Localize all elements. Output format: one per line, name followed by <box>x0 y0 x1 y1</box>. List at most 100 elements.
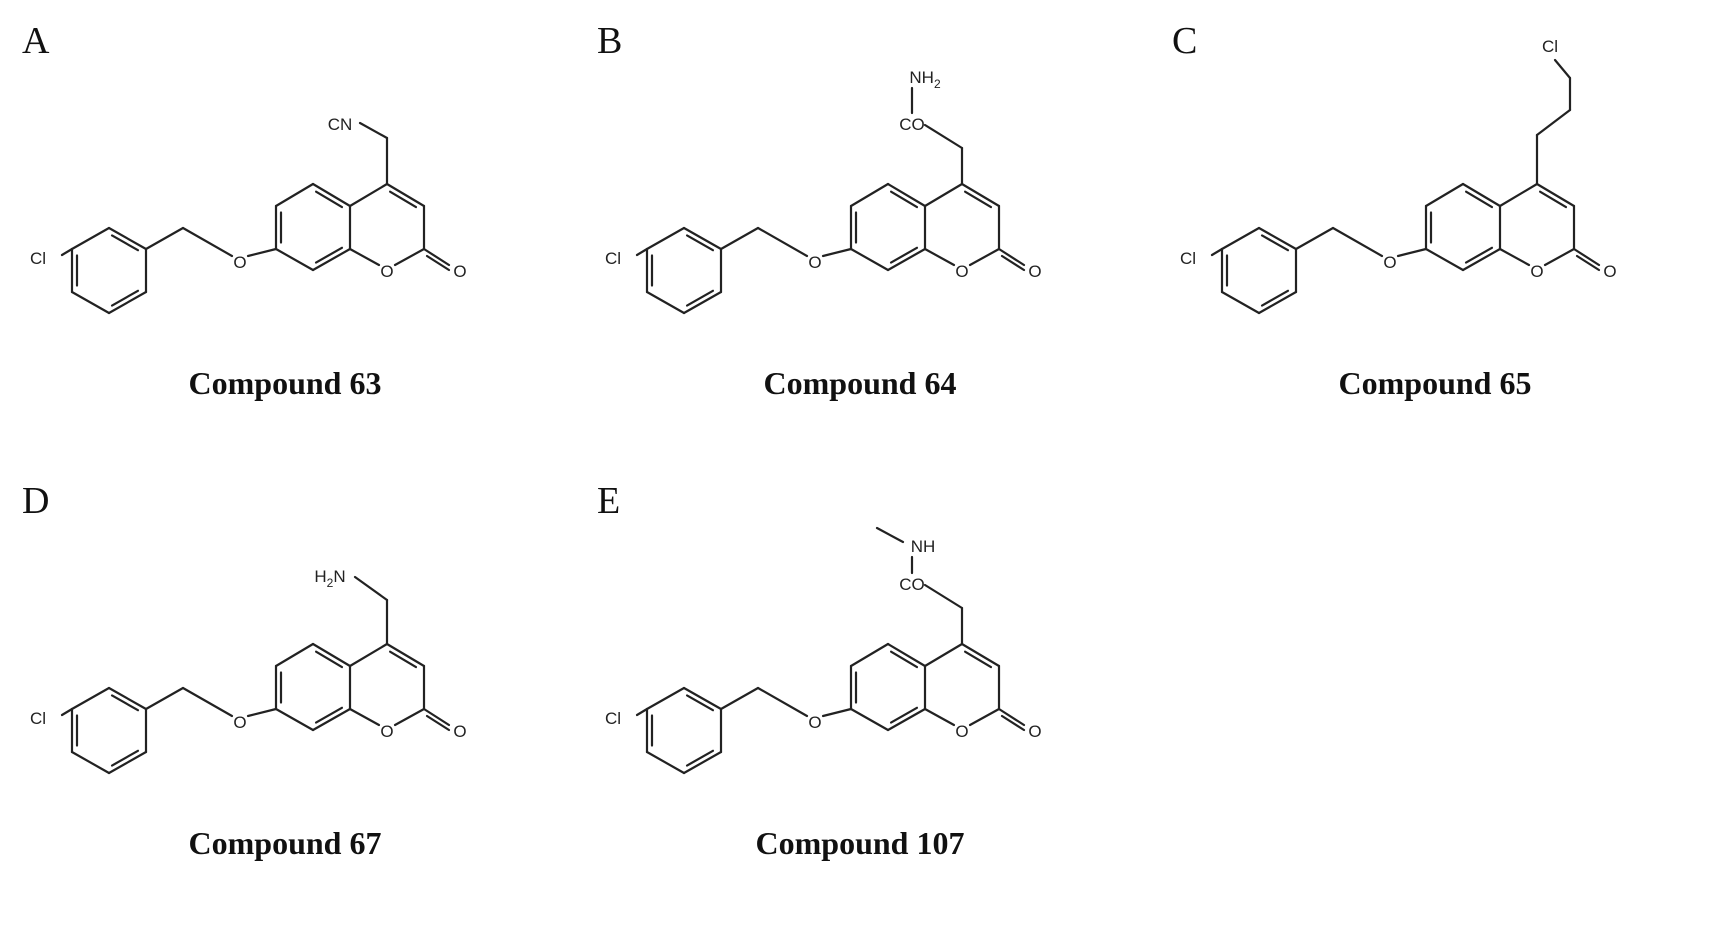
pyrone-bond <box>393 247 426 267</box>
phenyl-bond <box>1220 290 1261 315</box>
phenyl-bond <box>1220 226 1261 251</box>
phenyl-double-bond <box>685 749 715 767</box>
compound-caption: Compound 67 <box>188 825 382 861</box>
phenyl-bond <box>107 226 148 251</box>
pyrone-bond <box>923 642 964 668</box>
cl-bond <box>60 247 74 257</box>
ether-bond <box>181 226 234 258</box>
ether-bond <box>821 707 853 718</box>
nh-label: NH <box>911 537 936 556</box>
ether-oxygen-label: O <box>808 713 821 732</box>
phenyl-bond <box>70 290 111 315</box>
coumarin-bond <box>886 707 927 732</box>
benzyl-bond <box>719 226 760 251</box>
phenyl-bond <box>70 750 111 775</box>
carbonyl-oxygen-label: O <box>1028 722 1041 741</box>
phenyl-bond <box>1257 290 1298 315</box>
carbonyl-double-bond <box>1000 254 1026 272</box>
ether-oxygen-label: O <box>808 253 821 272</box>
cl-bond <box>635 707 649 717</box>
coumarin-bond <box>311 247 352 272</box>
carbonyl-oxygen-label: O <box>453 722 466 741</box>
phenyl-bond <box>682 290 723 315</box>
benzyl-bond <box>1294 226 1335 251</box>
cl-bond <box>635 247 649 257</box>
coumarin-bond <box>849 247 890 272</box>
pyrone-bond <box>348 707 381 727</box>
carbonyl-group-label: CO <box>899 575 925 594</box>
pyrone-double-bond <box>963 650 993 669</box>
compound-caption: Compound 63 <box>188 365 382 401</box>
compound-caption: Compound 64 <box>763 365 957 401</box>
phenyl-double-bond <box>110 694 140 712</box>
coumarin-double-bond <box>314 246 344 264</box>
ether-bond <box>246 247 278 258</box>
pyrone-bond <box>393 707 426 727</box>
methyl-bond <box>875 526 905 544</box>
coumarin-double-bond <box>1464 246 1494 264</box>
panel-letter: A <box>22 20 50 62</box>
chlorine-atom-label: Cl <box>30 249 46 268</box>
carbonyl-oxygen-label: O <box>453 262 466 281</box>
amine-nh2-label: NH2 <box>909 68 941 91</box>
carbonyl-bond <box>422 247 451 267</box>
coumarin-bond <box>311 182 352 208</box>
phenyl-bond <box>107 750 148 775</box>
carbonyl-group-label: CO <box>899 115 925 134</box>
ether-bond <box>1331 226 1384 258</box>
carbonyl-double-bond <box>1575 254 1601 272</box>
benzyl-bond <box>144 686 185 711</box>
chlorine-atom-label: Cl <box>30 709 46 728</box>
coumarin-bond <box>1424 182 1465 208</box>
phenyl-double-bond <box>685 289 715 307</box>
phenyl-bond <box>70 686 111 711</box>
ether-bond <box>1396 247 1428 258</box>
pyrone-bond <box>960 642 1001 668</box>
pyrone-bond <box>923 707 956 727</box>
carbonyl-bond <box>997 247 1026 267</box>
pyrone-bond <box>968 707 1001 727</box>
coumarin-bond <box>274 182 315 208</box>
pyrone-bond <box>1535 182 1576 208</box>
phenyl-bond <box>645 750 686 775</box>
phenyl-bond <box>682 750 723 775</box>
phenyl-double-bond <box>685 234 715 252</box>
pyrone-bond <box>385 642 426 668</box>
coumarin-bond <box>849 642 890 668</box>
ring-oxygen-label: O <box>955 722 968 741</box>
phenyl-bond <box>682 226 723 251</box>
pyrone-bond <box>385 182 426 208</box>
phenyl-bond <box>107 686 148 711</box>
benzyl-bond <box>719 686 760 711</box>
phenyl-double-bond <box>1260 234 1290 252</box>
carbonyl-double-bond <box>1000 714 1026 732</box>
ether-oxygen-label: O <box>233 253 246 272</box>
ether-bond <box>246 707 278 718</box>
carbonyl-double-bond <box>425 254 451 272</box>
chlorine-atom-label: Cl <box>605 709 621 728</box>
panel-letter: E <box>597 480 621 522</box>
phenyl-bond <box>682 686 723 711</box>
phenyl-bond <box>645 226 686 251</box>
chlorine-atom-label: Cl <box>605 249 621 268</box>
coumarin-bond <box>886 182 927 208</box>
ring-oxygen-label: O <box>380 262 393 281</box>
coumarin-bond <box>311 642 352 668</box>
pyrone-bond <box>923 247 956 267</box>
pyrone-bond <box>348 247 381 267</box>
coumarin-double-bond <box>1464 190 1494 209</box>
carbonyl-oxygen-label: O <box>1028 262 1041 281</box>
ether-bond <box>821 247 853 258</box>
coumarin-double-bond <box>889 190 919 209</box>
coumarin-double-bond <box>889 246 919 264</box>
cl-bond <box>60 707 74 717</box>
chlorine-atom-label-ethyl: Cl <box>1542 37 1558 56</box>
coumarin-bond <box>274 642 315 668</box>
panel-letter: D <box>22 480 50 522</box>
pyrone-bond <box>1498 247 1531 267</box>
coumarin-bond <box>274 247 315 272</box>
